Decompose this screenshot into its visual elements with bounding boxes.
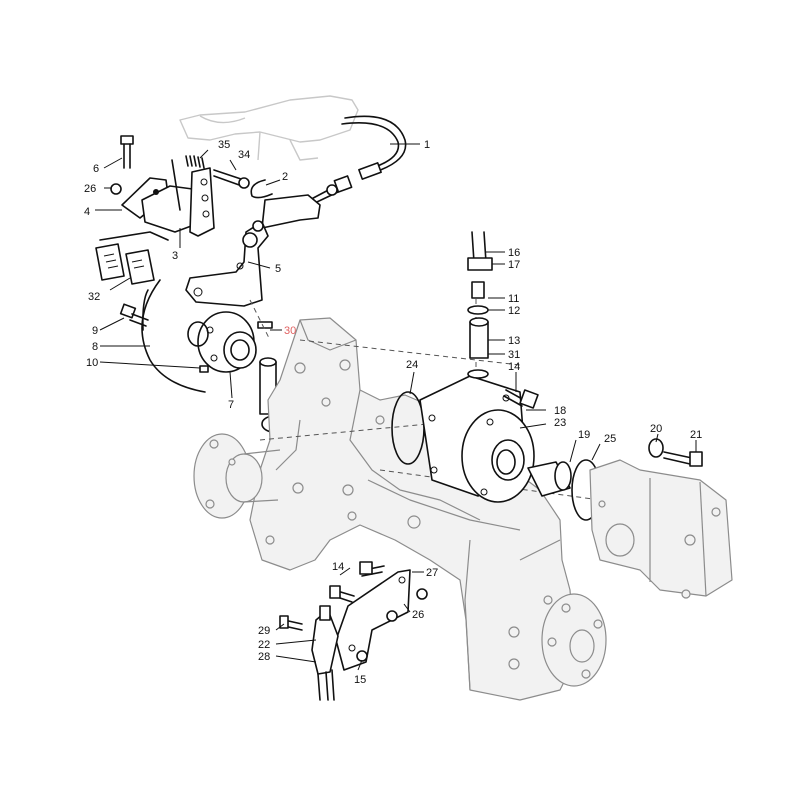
callout-18: 18	[554, 405, 566, 417]
callout-5: 5	[275, 263, 281, 275]
callout-1: 1	[424, 139, 430, 151]
nut-26-top	[110, 183, 122, 195]
callout-17: 17	[508, 259, 520, 271]
left-flange	[193, 433, 281, 519]
pin-34	[213, 169, 250, 189]
callout-7: 7	[228, 399, 234, 411]
brake-pads	[95, 231, 169, 285]
callout-26-top: 26	[84, 183, 96, 195]
callout-15: 15	[354, 674, 366, 686]
callout-35: 35	[218, 139, 230, 151]
spring	[185, 155, 205, 169]
callout-14-bottom: 14	[332, 561, 344, 573]
callout-22: 22	[258, 639, 270, 651]
hub	[187, 311, 257, 373]
callout-26-bottom: 26	[412, 609, 424, 621]
callout-13: 13	[508, 335, 520, 347]
callout-2: 2	[282, 171, 288, 183]
callout-24: 24	[406, 359, 418, 371]
key-30	[257, 321, 273, 329]
callout-28: 28	[258, 651, 270, 663]
screw-9	[119, 303, 149, 327]
callout-29: 29	[258, 625, 270, 637]
cable	[299, 115, 407, 211]
right-flange	[541, 593, 607, 687]
coupling	[527, 461, 572, 497]
lower-bracket-assembly	[279, 561, 428, 701]
gearbox-housing	[249, 317, 576, 701]
bolt-14-top	[503, 389, 539, 409]
callout-31: 31	[508, 349, 520, 361]
callout-labels: 1 2 3 4 5 6 7 8 9 10 11 12 13 14 14 15 1…	[84, 139, 702, 686]
handle-lever-ghost	[179, 95, 359, 161]
bolt-21	[663, 451, 703, 467]
callout-16: 16	[508, 247, 520, 259]
washer-20	[648, 438, 664, 458]
bracket-assembly	[121, 159, 215, 237]
callout-30: 30	[284, 325, 296, 337]
pin-10	[199, 365, 209, 373]
callout-10: 10	[86, 357, 98, 369]
callout-20: 20	[650, 423, 662, 435]
bolt-6	[120, 135, 134, 169]
callout-32: 32	[88, 291, 100, 303]
callout-19: 19	[578, 429, 590, 441]
hydraulic-pump	[589, 459, 733, 599]
callout-14-top: 14	[508, 361, 520, 373]
callout-21: 21	[690, 429, 702, 441]
callout-4: 4	[84, 206, 90, 218]
callout-8: 8	[92, 341, 98, 353]
callout-23: 23	[554, 417, 566, 429]
callout-12: 12	[508, 305, 520, 317]
callout-9: 9	[92, 325, 98, 337]
callout-3: 3	[172, 250, 178, 262]
hydraulic-line	[467, 231, 493, 379]
callout-34: 34	[238, 149, 250, 161]
flange-ring	[461, 409, 535, 503]
callout-27: 27	[426, 567, 438, 579]
callout-11: 11	[508, 293, 519, 305]
leader-lines	[95, 143, 697, 671]
callout-6: 6	[93, 163, 99, 175]
lever-plate	[185, 194, 321, 307]
callout-25: 25	[604, 433, 616, 445]
clip	[250, 179, 273, 199]
